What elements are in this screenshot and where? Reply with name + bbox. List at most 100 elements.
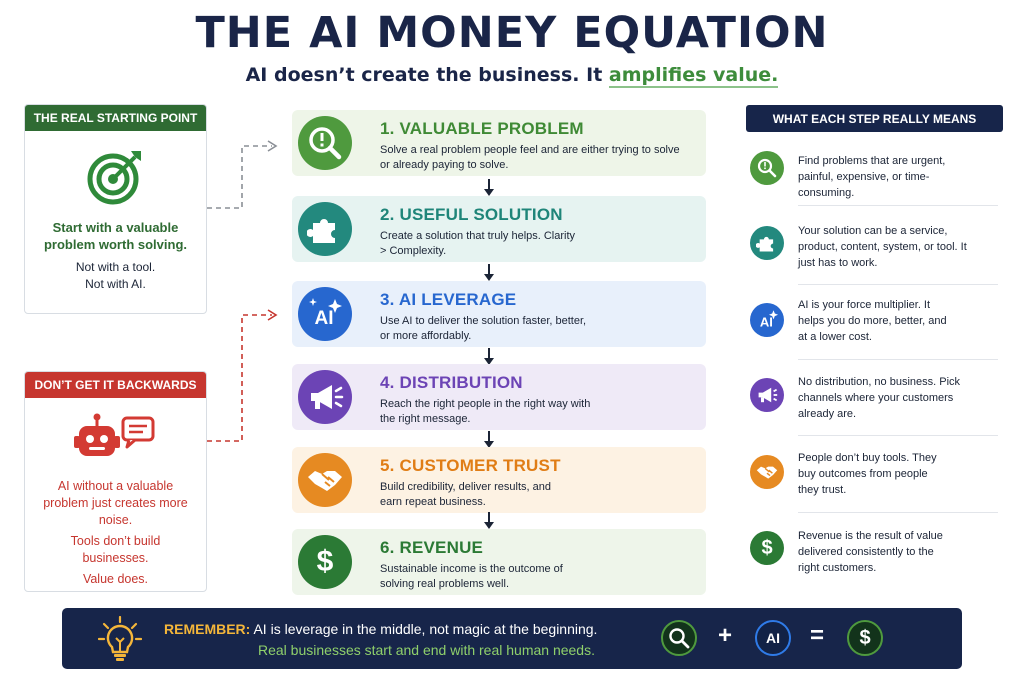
remember-banner: REMEMBER: AI is leverage in the middle, … bbox=[62, 608, 962, 669]
meaning-2-text: Your solution can be a service, product,… bbox=[798, 225, 967, 269]
step-6-title: 6. REVENUE bbox=[380, 538, 484, 557]
ai-sparkle-icon: AI bbox=[760, 310, 779, 330]
equation-equals: = bbox=[810, 622, 825, 649]
step-3-title: 3. AI LEVERAGE bbox=[380, 290, 517, 309]
step-2-description: Create a solution that truly helps. Clar… bbox=[380, 230, 576, 257]
meaning-4-icon bbox=[750, 378, 784, 412]
step-revenue: $ 6. REVENUE Sustainable income is the o… bbox=[292, 529, 706, 595]
remember-text1: AI is leverage in the middle, not magic … bbox=[250, 621, 598, 637]
step-6-description: Sustainable income is the outcome of sol… bbox=[380, 563, 563, 590]
meaning-1-text: Find problems that are urgent, painful, … bbox=[798, 155, 946, 199]
ai-sparkle-icon: AI bbox=[766, 630, 780, 646]
handshake-icon bbox=[308, 471, 342, 491]
down-arrow-1 bbox=[484, 179, 494, 196]
step-useful-solution: 2. USEFUL SOLUTION Create a solution tha… bbox=[292, 196, 706, 262]
step-ai-leverage: AI 3. AI LEVERAGE Use AI to deliver the … bbox=[292, 281, 706, 347]
step-1-icon-circle bbox=[298, 116, 352, 170]
equation-plus: + bbox=[718, 622, 733, 649]
connector-backwards-to-step3 bbox=[207, 314, 272, 442]
meaning-item-3: AI AI is your force multiplier. It helps… bbox=[746, 297, 1003, 373]
magnifier-icon bbox=[669, 628, 690, 649]
backwards-text1: AI without a valuable problem just creat… bbox=[43, 479, 188, 527]
ai-sparkle-icon: AI bbox=[309, 298, 342, 329]
meaning-item-5: People don’t buy tools. They buy outcome… bbox=[746, 450, 1003, 526]
meaning-4-text: No distribution, no business. Pick chann… bbox=[798, 376, 961, 420]
down-arrow-2 bbox=[484, 264, 494, 281]
step-1-description: Solve a real problem people feel and are… bbox=[380, 144, 680, 171]
starting-point-header: THE REAL STARTING POINT bbox=[25, 105, 206, 131]
connector-start-to-step1 bbox=[207, 145, 272, 209]
dollar-icon: $ bbox=[761, 536, 773, 559]
meaning-item-2: Your solution can be a service, product,… bbox=[746, 223, 1003, 299]
robot-chat-icon bbox=[73, 413, 154, 456]
equation-ai-circle: AI bbox=[755, 620, 791, 656]
step-5-description: Build credibility, deliver results, and … bbox=[380, 481, 551, 508]
backwards-text3: Value does. bbox=[82, 572, 149, 586]
step-6-icon-circle: $ bbox=[298, 535, 352, 589]
meaning-item-1: Find problems that are urgent, painful, … bbox=[746, 151, 1003, 227]
meaning-item-6: $ Revenue is the result of value deliver… bbox=[746, 528, 1003, 604]
page-subtitle: AI doesn’t create the business. It ampli… bbox=[0, 64, 1024, 88]
remember-line2: Real businesses start and end with real … bbox=[258, 642, 595, 658]
connector-start-arrowhead bbox=[267, 140, 278, 152]
backwards-text2: Tools don’t build businesses. bbox=[70, 534, 161, 565]
meaning-separator bbox=[798, 435, 998, 436]
meaning-2-icon bbox=[750, 226, 784, 260]
remember-label: REMEMBER: bbox=[164, 621, 251, 637]
dollar-icon: $ bbox=[859, 626, 871, 649]
megaphone-icon bbox=[758, 387, 778, 403]
meaning-5-text: People don’t buy tools. They buy outcome… bbox=[798, 452, 937, 496]
starting-point-card: THE REAL STARTING POINT Start with a val… bbox=[24, 104, 207, 314]
step-5-title: 5. CUSTOMER TRUST bbox=[380, 456, 561, 475]
backwards-card: DON’T GET IT BACKWARDS AI without a valu… bbox=[24, 371, 207, 592]
svg-text:AI: AI bbox=[760, 315, 773, 330]
dollar-icon: $ bbox=[316, 545, 334, 578]
meaning-separator bbox=[798, 512, 998, 513]
step-4-title: 4. DISTRIBUTION bbox=[380, 373, 523, 392]
step-valuable-problem: 1. VALUABLE PROBLEM Solve a real problem… bbox=[292, 110, 706, 176]
meaning-separator bbox=[798, 284, 998, 285]
step-4-icon-circle bbox=[298, 370, 352, 424]
puzzle-icon bbox=[756, 236, 774, 252]
lightbulb-icon bbox=[98, 616, 142, 661]
step-1-title: 1. VALUABLE PROBLEM bbox=[380, 119, 584, 138]
meaning-1-icon bbox=[750, 151, 784, 185]
meaning-item-4: No distribution, no business. Pick chann… bbox=[746, 374, 1003, 450]
puzzle-icon bbox=[307, 219, 335, 243]
subtitle-prefix: AI doesn’t create the business. It bbox=[245, 64, 609, 86]
down-arrow-3 bbox=[484, 348, 494, 365]
starting-point-line2: Not with AI. bbox=[85, 277, 146, 291]
meaning-6-icon: $ bbox=[750, 531, 784, 565]
step-5-icon-circle bbox=[298, 453, 352, 507]
meaning-5-icon bbox=[750, 455, 784, 489]
step-2-title: 2. USEFUL SOLUTION bbox=[380, 205, 563, 224]
step-distribution: 4. DISTRIBUTION Reach the right people i… bbox=[292, 364, 706, 430]
meaning-separator bbox=[798, 205, 998, 206]
remember-line1: REMEMBER: AI is leverage in the middle, … bbox=[164, 621, 597, 637]
down-arrow-5 bbox=[484, 512, 494, 529]
magnifier-question-icon bbox=[309, 127, 342, 160]
page-title: THE AI MONEY EQUATION bbox=[195, 8, 829, 58]
subtitle-highlight: amplifies value. bbox=[608, 64, 779, 88]
equation-problem-circle bbox=[661, 620, 697, 656]
meaning-6-text: Revenue is the result of value delivered… bbox=[798, 530, 943, 574]
magnifier-icon bbox=[757, 158, 777, 178]
backwards-header: DON’T GET IT BACKWARDS bbox=[25, 372, 206, 398]
megaphone-icon bbox=[311, 385, 344, 409]
meanings-header: WHAT EACH STEP REALLY MEANS bbox=[746, 105, 1003, 132]
step-2-icon-circle bbox=[298, 202, 352, 256]
step-3-description: Use AI to deliver the solution faster, b… bbox=[380, 315, 587, 342]
step-3-icon-circle: AI bbox=[298, 287, 352, 341]
target-icon bbox=[87, 151, 141, 205]
equation-revenue-circle: $ bbox=[847, 620, 883, 656]
meaning-3-text: AI is your force multiplier. It helps yo… bbox=[798, 299, 947, 343]
step-4-description: Reach the right people in the right way … bbox=[380, 398, 591, 425]
meaning-3-icon: AI bbox=[750, 303, 784, 337]
down-arrow-4 bbox=[484, 431, 494, 448]
starting-point-main-text: Start with a valuable problem worth solv… bbox=[43, 220, 187, 252]
svg-text:AI: AI bbox=[315, 308, 334, 329]
starting-point-line1: Not with a tool. bbox=[75, 260, 156, 274]
handshake-icon bbox=[756, 466, 778, 479]
connector-backwards-arrowhead bbox=[267, 309, 278, 321]
